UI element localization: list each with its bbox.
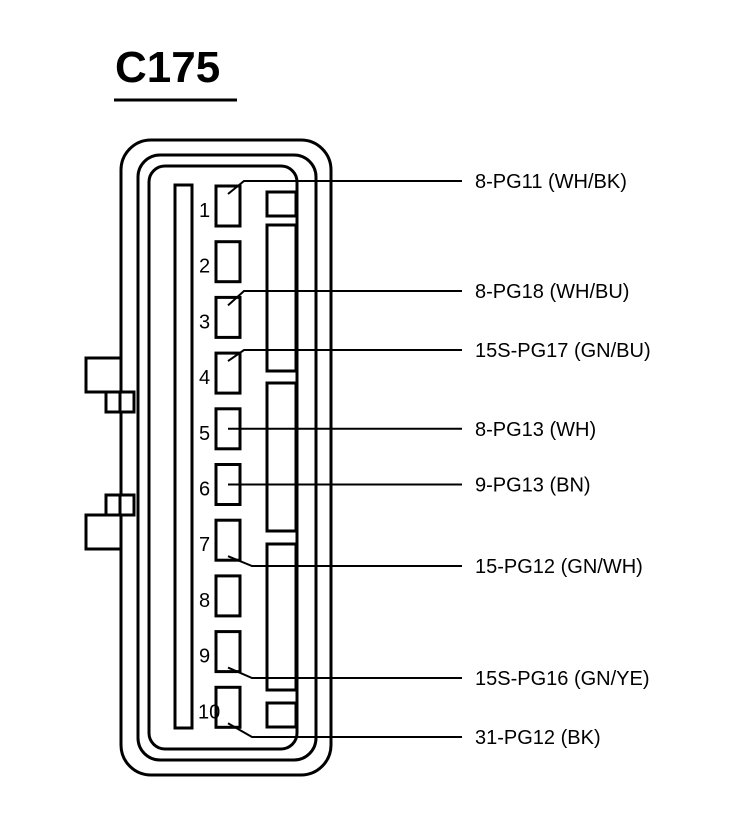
pin-cavity-1 xyxy=(214,184,242,228)
key-rib-top xyxy=(265,190,298,218)
wire-line-pin-10 xyxy=(227,722,462,738)
wire-label-pin-6: 9-PG13 (BN) xyxy=(475,475,591,497)
connector-body xyxy=(119,138,333,777)
pin-cavities: 1 2 3 4 5 6 7 8 9 10 xyxy=(198,184,242,729)
pin-cavity-4 xyxy=(214,351,242,395)
pin-cavity-2 xyxy=(214,240,242,284)
pin-number-10: 10 xyxy=(198,701,220,723)
locking-tabs xyxy=(84,356,136,551)
pin-number-5: 5 xyxy=(199,423,210,445)
connector-side-rail xyxy=(173,183,194,730)
pin-number-2: 2 xyxy=(199,256,210,278)
pin-cavity-7 xyxy=(214,518,242,562)
key-rib-upper xyxy=(265,223,298,373)
connector-outer-shell xyxy=(119,138,333,777)
lower-lock-tab xyxy=(84,513,123,551)
wire-line-pin-3 xyxy=(227,290,462,307)
wire-label-pin-10: 31-PG12 (BK) xyxy=(475,727,601,749)
pin-cavity-8 xyxy=(214,574,242,618)
pin-cavity-10 xyxy=(214,685,242,729)
connector-inner-shell xyxy=(136,153,318,762)
keying-ribs xyxy=(265,190,298,729)
pin-cavity-3 xyxy=(214,295,242,339)
wire-line-pin-9 xyxy=(227,666,462,679)
pin-number-4: 4 xyxy=(199,367,210,389)
wire-line-pin-7 xyxy=(227,555,462,567)
key-rib-middle xyxy=(265,381,298,533)
key-rib-lower xyxy=(265,542,298,692)
wire-label-pin-7: 15-PG12 (GN/WH) xyxy=(475,556,643,578)
pin-number-6: 6 xyxy=(199,479,210,501)
upper-lock-tab xyxy=(84,356,123,394)
wire-line-pin-1 xyxy=(227,180,462,195)
wire-label-pin-5: 8-PG13 (WH) xyxy=(475,419,596,441)
key-rib-bottom xyxy=(265,701,298,729)
wire-label-pin-9: 15S-PG16 (GN/YE) xyxy=(475,668,650,690)
pin-number-3: 3 xyxy=(199,311,210,333)
wire-label-pin-3: 8-PG18 (WH/BU) xyxy=(475,281,629,303)
wire-labels: 8-PG11 (WH/BK) 8-PG18 (WH/BU) 15S-PG17 (GN… xyxy=(227,171,651,749)
wire-line-pin-4 xyxy=(227,349,462,362)
pin-cavity-9 xyxy=(214,630,242,674)
pin-number-7: 7 xyxy=(199,534,210,556)
wire-label-pin-4: 15S-PG17 (GN/BU) xyxy=(475,340,651,362)
pin-number-1: 1 xyxy=(199,200,210,222)
wire-label-pin-1: 8-PG11 (WH/BK) xyxy=(475,171,627,193)
pin-number-8: 8 xyxy=(199,590,210,612)
connector-title: C175 xyxy=(115,43,220,92)
pin-number-9: 9 xyxy=(199,646,210,668)
